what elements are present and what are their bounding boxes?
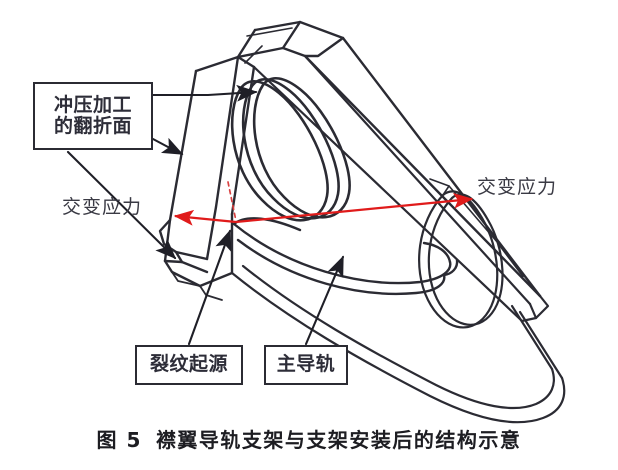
callout-stamped-fold: 冲压加工 的翻折面 <box>33 82 153 150</box>
alternating-stress-arrow <box>173 192 474 226</box>
figure-caption-number: 图 5 <box>96 428 142 452</box>
main-rail-beam <box>194 20 542 298</box>
figure-caption: 图 5 襟翼导轨支架与支架安装后的结构示意 <box>0 424 618 453</box>
crack-origin-dashed-marker <box>227 181 237 222</box>
label-alternating-stress-right: 交变应力 <box>477 176 558 198</box>
callout-stamped-fold-line1: 冲压加工 <box>53 93 132 116</box>
label-alternating-stress-left: 交变应力 <box>62 196 143 218</box>
callout-crack-origin: 裂纹起源 <box>135 345 243 385</box>
hook-tail-end <box>418 190 525 329</box>
figure-caption-text: 襟翼导轨支架与支架安装后的结构示意 <box>155 428 522 452</box>
main-rail-lower-web <box>252 54 550 323</box>
callout-stamped-fold-line2: 的翻折面 <box>53 115 132 137</box>
leader-lines <box>66 84 345 346</box>
lower-bracket-arm <box>230 264 566 424</box>
oval-lightening-hole <box>230 77 351 222</box>
callout-main-rail: 主导轨 <box>264 345 348 385</box>
callout-main-rail-label: 主导轨 <box>276 353 336 376</box>
rail-upper-edge-detail <box>244 27 499 244</box>
callout-crack-origin-label: 裂纹起源 <box>149 353 228 376</box>
